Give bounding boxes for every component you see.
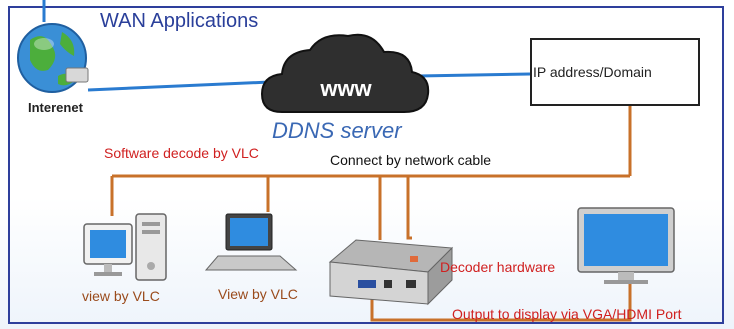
globe-icon	[17, 23, 89, 93]
diagram-frame	[8, 6, 724, 324]
laptop-icon	[204, 213, 298, 271]
network-cables	[110, 106, 632, 322]
cloud-text: www	[319, 76, 372, 101]
internet-cloud-link	[87, 80, 271, 92]
software-decode-label: Software decode by VLC	[104, 145, 259, 161]
monitor-icon	[577, 207, 675, 284]
decoder-box-icon	[328, 239, 454, 306]
cloud-icon: www	[260, 33, 430, 113]
laptop-view-label: View by VLC	[218, 286, 298, 302]
ddns-server-label: DDNS server	[272, 118, 402, 143]
decoder-hardware-label: Decoder hardware	[440, 259, 556, 275]
output-display-label: Output to display via VGA/HDMI Port	[452, 306, 682, 322]
network-cable-label: Connect by network cable	[330, 152, 492, 168]
cloud-ip-link	[417, 72, 531, 78]
desktop-pc-icon	[83, 213, 167, 281]
pc-view-label: view by VLC	[82, 288, 160, 304]
diagram-title: WAN Applications	[100, 10, 259, 32]
ip-domain-label: IP address/Domain	[533, 64, 652, 80]
internet-label: Interenet	[28, 100, 83, 115]
ip-domain-box	[530, 38, 700, 106]
